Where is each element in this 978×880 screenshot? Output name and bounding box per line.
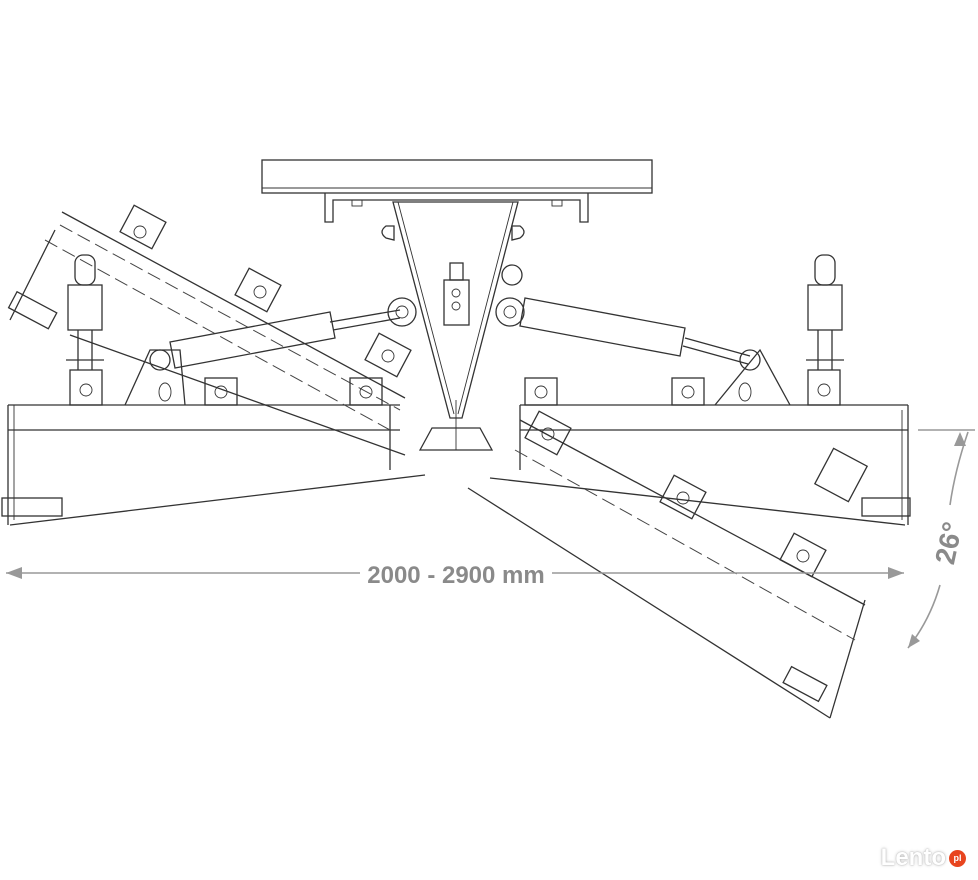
width-label: 2000 - 2900 mm	[367, 562, 544, 589]
blade-right-angled	[467, 410, 869, 719]
blade-right	[489, 404, 911, 526]
blade-mounts	[69, 369, 841, 406]
hydraulic-cylinders	[124, 297, 791, 406]
castor-wheels	[66, 254, 844, 370]
angle-label: 26°	[929, 519, 968, 567]
angle-dimension: 26°	[907, 429, 975, 649]
watermark-text: Lento	[880, 844, 946, 871]
width-dimension: 2000 - 2900 mm	[6, 562, 904, 589]
a-frame	[381, 201, 525, 451]
blade-left-angled	[7, 204, 412, 456]
blade-left	[1, 404, 426, 526]
mounting-plate	[261, 159, 653, 223]
lento-watermark: Lento pl	[881, 844, 966, 872]
watermark-badge: pl	[949, 849, 966, 867]
